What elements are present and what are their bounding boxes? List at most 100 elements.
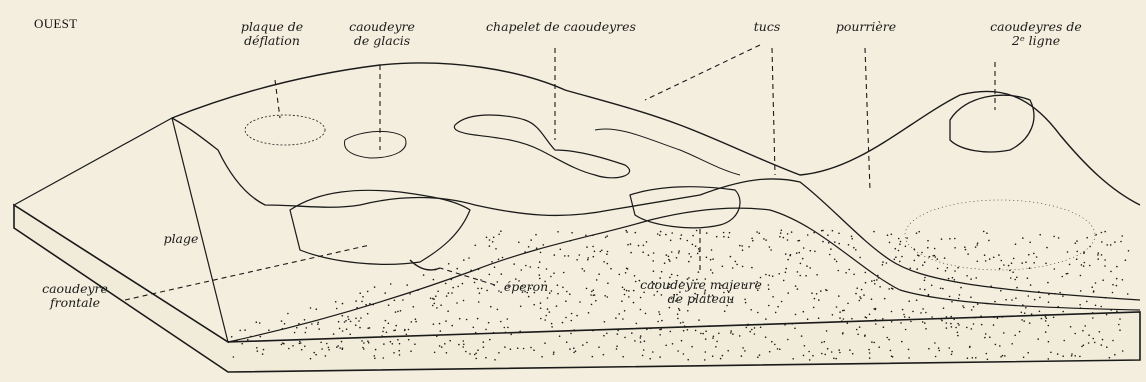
sand-dot	[834, 259, 836, 261]
sand-dot	[742, 249, 744, 251]
sand-dot	[1080, 275, 1082, 277]
sand-dot	[250, 336, 252, 338]
sand-dot	[713, 336, 715, 338]
sand-dot	[409, 293, 411, 295]
sand-dot	[716, 341, 718, 343]
sand-dot	[741, 355, 743, 357]
sand-dot	[950, 323, 952, 325]
sand-dot	[318, 328, 320, 330]
sand-dot	[957, 323, 959, 325]
sand-dot	[1047, 282, 1049, 284]
sand-dot	[494, 359, 496, 361]
sand-dot	[1019, 331, 1021, 333]
sand-dot	[812, 355, 814, 357]
sand-dot	[1010, 277, 1012, 279]
sand-dot	[452, 287, 454, 289]
sand-dot	[860, 298, 862, 300]
sand-dot	[459, 318, 461, 320]
sand-dot	[339, 347, 341, 349]
sand-dot	[1021, 262, 1023, 264]
sand-dot	[999, 268, 1001, 270]
sand-dot	[342, 347, 344, 349]
sand-dot	[883, 326, 885, 328]
sand-dot	[642, 251, 644, 253]
sand-dot	[970, 278, 972, 280]
sand-dot	[1069, 264, 1071, 266]
sand-dot	[617, 330, 619, 332]
sand-dot	[360, 317, 362, 319]
sand-dot	[626, 290, 628, 292]
sand-dot	[955, 327, 957, 329]
sand-dot	[871, 298, 873, 300]
sand-dot	[1002, 316, 1004, 318]
sand-dot	[355, 318, 357, 320]
sand-dot	[507, 318, 509, 320]
sand-dot	[661, 320, 663, 322]
sand-dot	[1023, 320, 1025, 322]
sand-dot	[742, 347, 744, 349]
sand-dot	[652, 351, 654, 353]
sand-dot	[410, 350, 412, 352]
sand-dot	[928, 348, 930, 350]
sand-dot	[1057, 353, 1059, 355]
sand-dot	[504, 346, 506, 348]
sand-dot	[760, 327, 762, 329]
sand-dot	[545, 315, 547, 317]
sand-dot	[1081, 346, 1083, 348]
sand-dot	[247, 339, 249, 341]
sand-dot	[392, 343, 394, 345]
sand-dot	[677, 350, 679, 352]
sand-dot	[326, 343, 328, 345]
sand-dot	[865, 282, 867, 284]
sand-dot	[781, 301, 783, 303]
sand-dot	[1000, 290, 1002, 292]
sand-dot	[470, 270, 472, 272]
sand-dot	[652, 260, 654, 262]
sand-dot	[1048, 358, 1050, 360]
sand-dot	[836, 261, 838, 263]
sand-dot	[898, 238, 900, 240]
sand-dot	[934, 248, 936, 250]
sand-dot	[990, 285, 992, 287]
sand-dot	[925, 312, 927, 314]
sand-dot	[975, 246, 977, 248]
sand-dot	[1116, 310, 1118, 312]
sand-dot	[765, 239, 767, 241]
sand-dot	[603, 261, 605, 263]
sand-dot	[481, 288, 483, 290]
sand-dot	[642, 355, 644, 357]
sand-dot	[919, 288, 921, 290]
sand-dot	[404, 329, 406, 331]
sand-dot	[994, 301, 996, 303]
sand-dot	[807, 318, 809, 320]
sand-dot	[299, 343, 301, 345]
sand-dot	[633, 290, 635, 292]
sand-dot	[1081, 264, 1083, 266]
sand-dot	[518, 332, 520, 334]
sand-dot	[787, 239, 789, 241]
sand-dot	[724, 310, 726, 312]
sand-dot	[1119, 329, 1121, 331]
sand-dot	[388, 323, 390, 325]
sand-dot	[875, 319, 877, 321]
sand-dot	[1101, 254, 1103, 256]
sand-dot	[984, 337, 986, 339]
sand-dot	[723, 236, 725, 238]
sand-dot	[937, 268, 939, 270]
sand-dot	[557, 284, 559, 286]
sand-dot	[736, 264, 738, 266]
sand-dot	[695, 245, 697, 247]
sand-dot	[730, 332, 732, 334]
sand-dot	[268, 329, 270, 331]
sand-dot	[1003, 332, 1005, 334]
sand-dot	[497, 309, 499, 311]
sand-dot	[751, 267, 753, 269]
sand-dot	[1099, 331, 1101, 333]
sand-dot	[942, 288, 944, 290]
sand-dot	[383, 357, 385, 359]
sand-dot	[586, 342, 588, 344]
sand-dot	[765, 274, 767, 276]
sand-dot	[310, 358, 312, 360]
sand-dot	[751, 329, 753, 331]
sand-dot	[873, 342, 875, 344]
